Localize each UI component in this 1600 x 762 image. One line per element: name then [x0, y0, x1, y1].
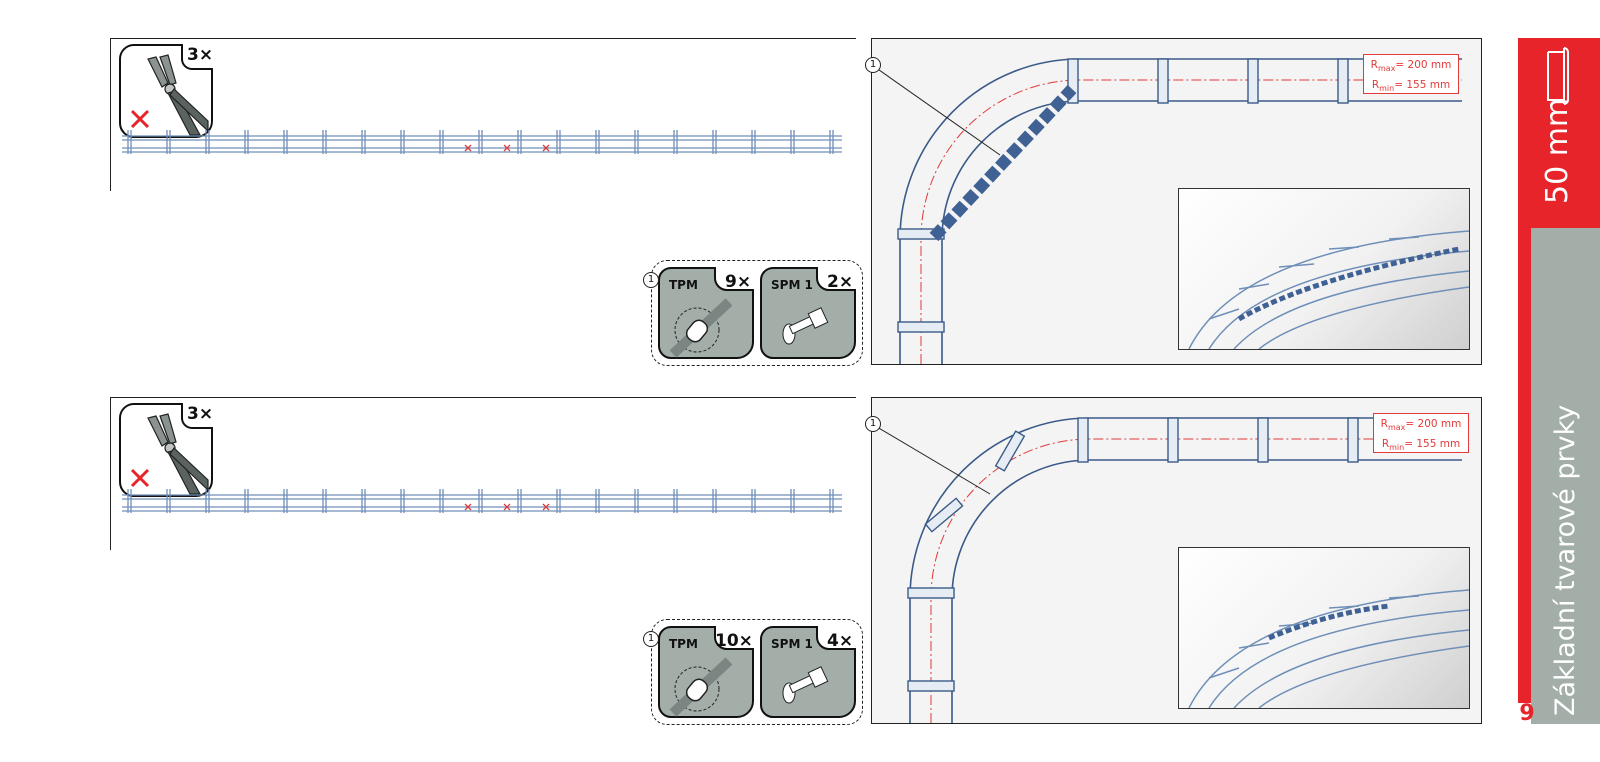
section-1-bend-callout: 1 — [865, 57, 881, 73]
bolt-icon — [760, 267, 856, 359]
section-1-part-tpm: TPM 9× — [658, 267, 754, 359]
section-2-part-tpm: TPM 10× — [658, 626, 754, 718]
section-1-rmax: = 200 mm — [1395, 59, 1452, 71]
section-2-photo-inset — [1178, 547, 1470, 709]
section-2-part-spm-qty: 4× — [827, 631, 854, 651]
tray-connector-icon — [658, 626, 754, 718]
section-1-photo-inset — [1178, 188, 1470, 350]
section-1-part-spm-qty: 2× — [827, 272, 854, 292]
section-2-parts-box: TPM 10× SPM 1 4× — [651, 619, 863, 725]
sidebar-size-label: 50 mm — [1540, 97, 1575, 204]
section-1-bend-view: Rmax= 200 mm Rmin= 155 mm — [871, 38, 1482, 365]
section-2-bend-callout: 1 — [865, 416, 881, 432]
tray-connector-icon — [658, 267, 754, 359]
rmax-prefix: R — [1370, 59, 1378, 71]
section-2-tray-bend-drawing — [872, 417, 1462, 723]
section-2-bend-view: Rmax= 200 mm Rmin= 155 mm — [871, 397, 1482, 724]
cut-cross-icon — [130, 109, 150, 129]
section-2-parts-callout: 1 — [643, 631, 659, 647]
rmax-sub: max — [1377, 64, 1396, 74]
section-2-rmax: = 200 mm — [1405, 418, 1462, 430]
section-1-parts-callout: 1 — [643, 272, 659, 288]
page-number: 9 — [1519, 701, 1535, 726]
section-1-part-spm: SPM 1 2× — [760, 267, 856, 359]
section-1-frame — [110, 38, 856, 191]
section-1-part-spm-code: SPM 1 — [771, 278, 813, 292]
section-1-tray-perspective — [1188, 230, 1469, 349]
cable-tray-icon — [1547, 47, 1569, 105]
section-2-part-tpm-code: TPM — [669, 637, 698, 651]
section-2-part-tpm-qty: 10× — [715, 631, 753, 651]
section-1-part-tpm-code: TPM — [669, 278, 698, 292]
cut-cross-icon — [130, 468, 150, 488]
section-1-tray-bend-drawing — [872, 58, 1462, 364]
sidebar-category-label: Základní tvarové prvky — [1550, 404, 1581, 716]
rmin-sub: min — [1379, 84, 1395, 94]
section-2-tray-perspective — [1188, 589, 1469, 708]
section-1-rmin: = 155 mm — [1394, 79, 1451, 92]
bolt-icon — [760, 626, 856, 718]
section-2-tool-box — [119, 403, 213, 497]
sidebar-accent-strip — [1518, 228, 1531, 703]
rmin-prefix: R — [1371, 79, 1380, 92]
section-2-part-spm: SPM 1 4× — [760, 626, 856, 718]
section-2-frame — [110, 397, 856, 550]
section-2-radius-box: Rmax= 200 mm Rmin= 155 mm — [1373, 413, 1469, 453]
section-2-tool-count: 3× — [187, 404, 214, 424]
section-2-rmin: = 155 mm — [1404, 438, 1461, 451]
section-1-tool-box — [119, 44, 213, 138]
section-1-straight-tray — [122, 130, 842, 154]
section-1-part-tpm-qty: 9× — [725, 272, 752, 292]
rmax-sub: max — [1387, 423, 1406, 433]
rmax-prefix: R — [1380, 418, 1388, 430]
bolt-cutter-icon — [119, 44, 213, 138]
rmin-prefix: R — [1381, 438, 1390, 451]
section-2-straight-tray — [122, 489, 842, 513]
section-1-radius-box: Rmax= 200 mm Rmin= 155 mm — [1363, 54, 1459, 94]
sidebar-category-tab: Základní tvarové prvky — [1531, 228, 1600, 724]
section-1-tool-count: 3× — [187, 45, 214, 65]
section-2-part-spm-code: SPM 1 — [771, 637, 813, 651]
sidebar-size-tab: 50 mm — [1518, 38, 1600, 228]
rmin-sub: min — [1389, 443, 1405, 453]
section-1-parts-box: TPM 9× SPM 1 2× — [651, 260, 863, 366]
